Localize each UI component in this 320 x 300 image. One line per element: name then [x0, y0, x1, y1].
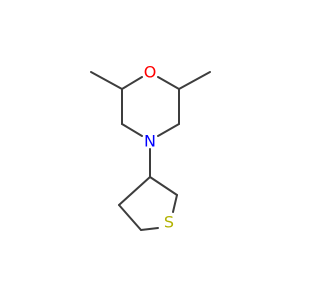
bond-c5prime-c4prime [118, 204, 142, 231]
bond-c3-n [121, 123, 143, 137]
bond-o-c2 [121, 76, 143, 90]
atom-sulfur-label: S [164, 213, 174, 232]
bond-c3prime-c2prime [149, 176, 178, 196]
bond-c2-methyl [90, 71, 123, 90]
molecule-drawing: O N S [90, 63, 211, 232]
bond-c5-n [157, 123, 180, 137]
atom-oxygen-label: O [144, 63, 157, 82]
bond-o-c6 [157, 76, 180, 90]
bond-c2prime-s [172, 194, 178, 213]
bond-c4prime-c3prime [118, 176, 151, 206]
bond-s-c5prime [140, 227, 159, 231]
bond-c6-methyl [178, 71, 211, 90]
structure-canvas: O N S [90, 62, 211, 232]
atom-nitrogen-label: N [144, 132, 156, 151]
